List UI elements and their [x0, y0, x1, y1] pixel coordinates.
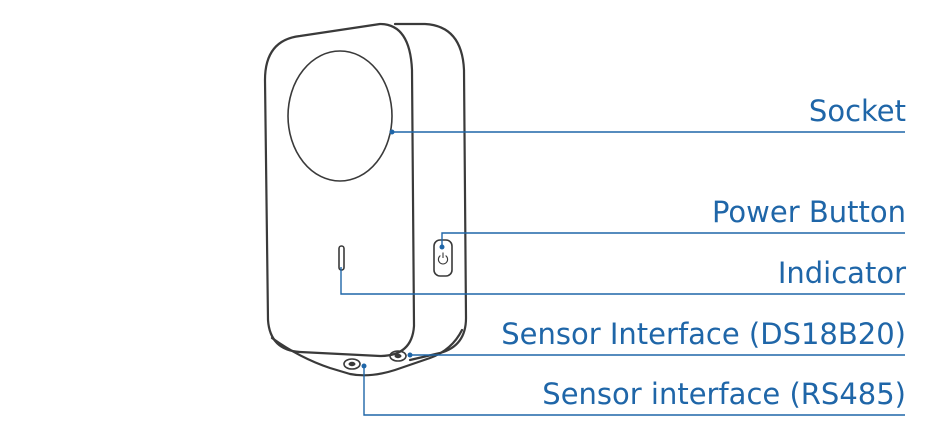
device-front-face: [263, 22, 416, 358]
rs485-port: [343, 358, 361, 370]
indicator-slot: [338, 245, 345, 271]
device-illustration: [263, 22, 468, 377]
label-sensor-ds18b20: Sensor Interface (DS18B20): [501, 317, 906, 351]
leader-rs485: [363, 366, 905, 416]
leader-indicator: [340, 267, 905, 295]
callout-leaders: [340, 129, 905, 416]
leader-power-button: [441, 232, 905, 247]
label-sensor-rs485: Sensor interface (RS485): [542, 377, 906, 411]
label-socket: Socket: [808, 94, 906, 128]
power-button: [433, 239, 453, 277]
device-bottom-face: [270, 328, 464, 377]
label-power-button: Power Button: [711, 195, 906, 229]
socket-disc: [287, 50, 393, 182]
label-indicator: Indicator: [777, 256, 906, 290]
device-side-panel: [393, 22, 468, 362]
ds18b20-port: [389, 350, 407, 362]
power-icon: [437, 252, 449, 265]
